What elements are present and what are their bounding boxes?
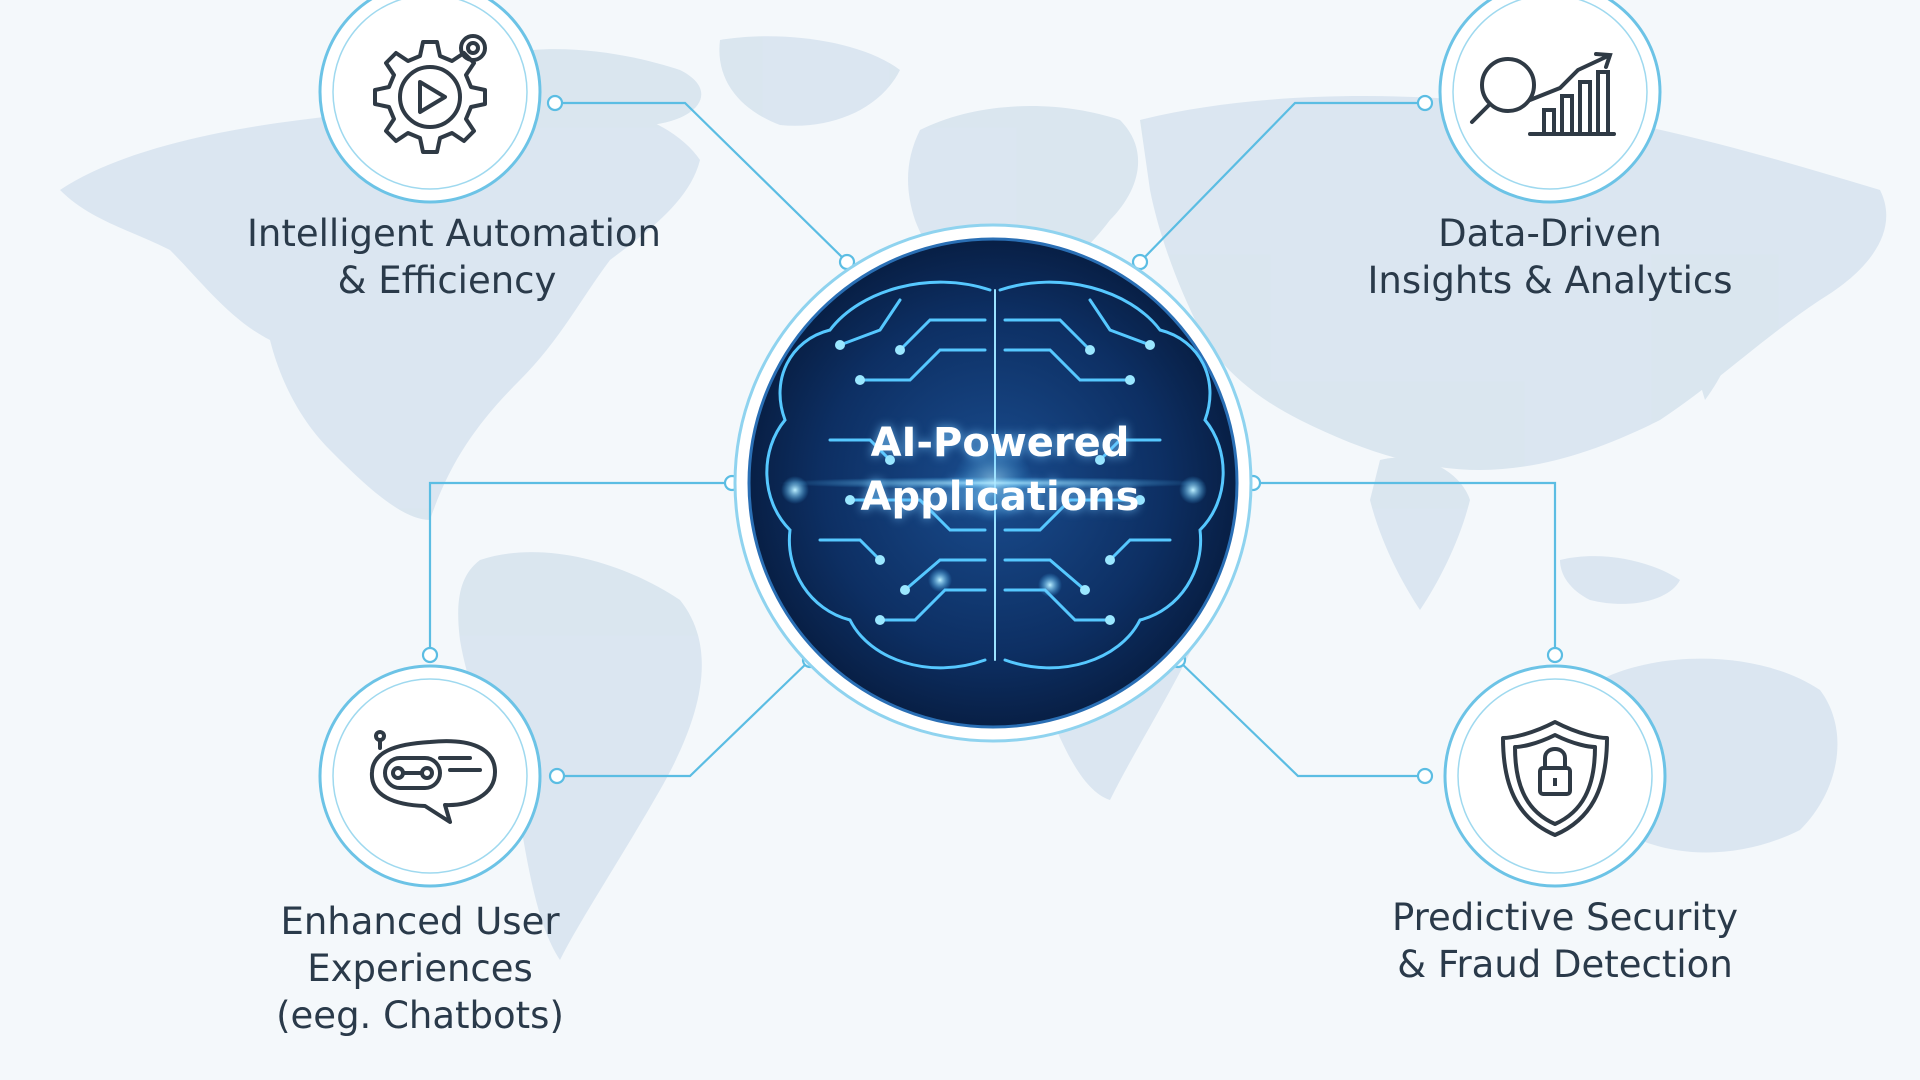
node-security-ring	[1443, 664, 1667, 888]
connector-ux-lower	[557, 659, 811, 778]
label-ux-line-3: (eeg. Chatbots)	[276, 994, 564, 1037]
shield-lock-icon	[1501, 720, 1609, 837]
magnifier-chart-icon	[1470, 52, 1616, 136]
center-title: AI-Powered Applications	[800, 416, 1200, 524]
connector-ux	[428, 481, 732, 660]
label-security: Predictive Security & Fraud Detection	[1365, 894, 1765, 988]
label-analytics: Data-Driven Insights & Analytics	[1350, 210, 1750, 304]
label-ux-line-1: Enhanced User	[280, 900, 560, 943]
connector-lines	[428, 101, 1557, 778]
connector-security-lower	[1177, 659, 1425, 778]
circuit-nodes	[835, 340, 1155, 625]
node-analytics-ring	[1438, 0, 1662, 204]
chatbot-icon	[369, 730, 497, 824]
node-automation-ring	[318, 0, 542, 204]
label-security-line-1: Predictive Security	[1391, 896, 1739, 939]
connector-automation	[555, 101, 848, 263]
label-security-line-2: & Fraud Detection	[1397, 943, 1733, 986]
label-ux: Enhanced User Experiences (eeg. Chatbots…	[220, 898, 620, 1039]
label-analytics-line-1: Data-Driven	[1438, 212, 1662, 255]
connector-security	[1253, 481, 1557, 655]
label-analytics-line-2: Insights & Analytics	[1367, 259, 1733, 302]
label-automation-line-1: Intelligent Automation	[247, 212, 661, 255]
center-title-line-2: Applications	[860, 474, 1140, 520]
ai-core	[733, 223, 1253, 743]
label-automation: Intelligent Automation & Efficiency	[247, 210, 661, 304]
gear-play-icon	[373, 34, 487, 154]
label-ux-line-2: Experiences	[307, 947, 533, 990]
center-title-line-1: AI-Powered	[870, 420, 1130, 466]
label-automation-line-2: & Efficiency	[337, 259, 557, 302]
connector-analytics	[1139, 101, 1425, 263]
brain-circuit-icon	[765, 280, 1225, 670]
